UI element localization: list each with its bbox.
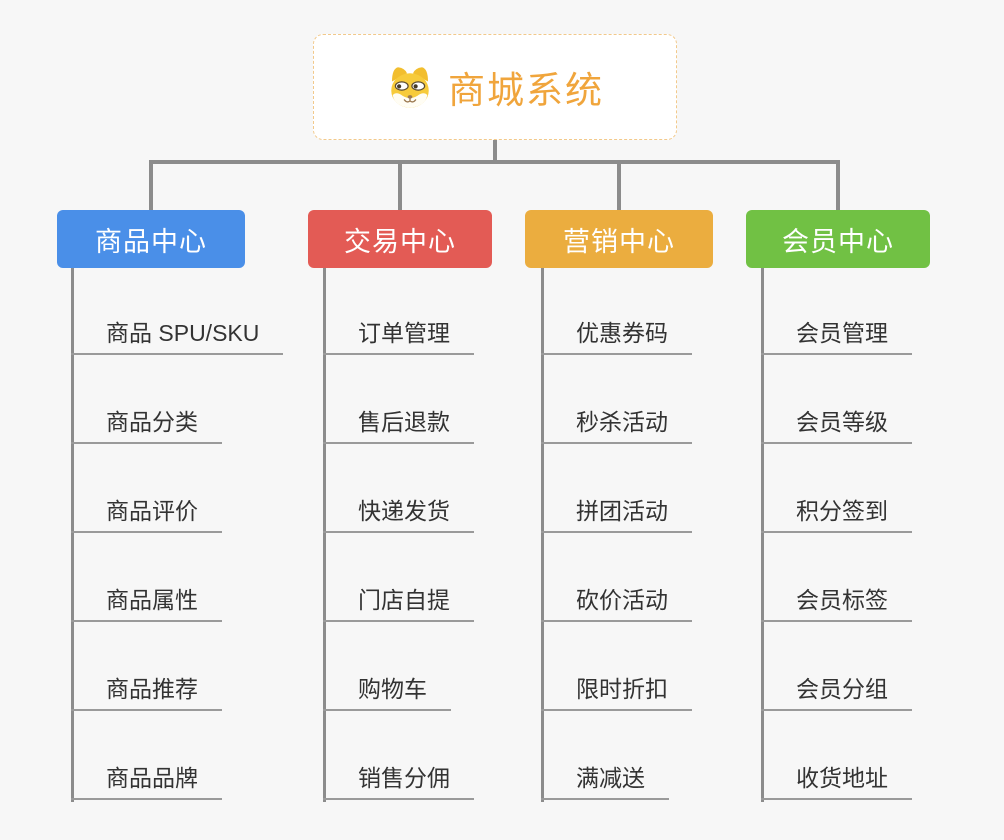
leaf-node[interactable]: 秒杀活动 <box>541 407 692 444</box>
connector-trunk-members <box>761 268 764 802</box>
branch-node-trade-center[interactable]: 交易中心 <box>308 210 492 268</box>
leaf-node[interactable]: 订单管理 <box>323 318 474 355</box>
root-node-title: 商城系统 <box>448 70 604 111</box>
leaf-node[interactable]: 商品分类 <box>71 407 222 444</box>
connector-trunk-marketing <box>541 268 544 802</box>
leaf-node[interactable]: 会员管理 <box>761 318 912 355</box>
root-node-mall-system[interactable]: 商城系统 <box>313 34 677 140</box>
branch-node-member-center[interactable]: 会员中心 <box>746 210 930 268</box>
leaf-node[interactable]: 优惠券码 <box>541 318 692 355</box>
leaf-node[interactable]: 会员标签 <box>761 585 912 622</box>
leaf-node[interactable]: 商品属性 <box>71 585 222 622</box>
leaf-node[interactable]: 商品评价 <box>71 496 222 533</box>
leaf-node[interactable]: 限时折扣 <box>541 674 692 711</box>
leaf-node[interactable]: 商品 SPU/SKU <box>71 318 284 355</box>
leaf-node[interactable]: 销售分佣 <box>323 763 474 800</box>
connector-drop-trade <box>398 160 402 212</box>
connector-drop-marketing <box>617 160 621 212</box>
leaf-node[interactable]: 收货地址 <box>761 763 912 800</box>
leaf-node[interactable]: 满减送 <box>541 763 669 800</box>
connector-root-stub <box>493 140 497 164</box>
connector-trunk-products <box>71 268 74 802</box>
connector-top-rail <box>149 160 840 164</box>
leaf-node[interactable]: 积分签到 <box>761 496 912 533</box>
leaf-node[interactable]: 售后退款 <box>323 407 474 444</box>
connector-drop-products <box>149 160 153 212</box>
leaf-node[interactable]: 商品推荐 <box>71 674 222 711</box>
connector-trunk-trade <box>323 268 326 802</box>
doge-icon <box>391 66 429 108</box>
branch-node-product-center[interactable]: 商品中心 <box>57 210 245 268</box>
leaf-node[interactable]: 砍价活动 <box>541 585 692 622</box>
leaf-node[interactable]: 拼团活动 <box>541 496 692 533</box>
leaf-node[interactable]: 商品品牌 <box>71 763 222 800</box>
leaf-node[interactable]: 购物车 <box>323 674 451 711</box>
leaf-node[interactable]: 会员等级 <box>761 407 912 444</box>
leaf-node[interactable]: 门店自提 <box>323 585 474 622</box>
connector-drop-members <box>836 160 840 212</box>
leaf-node[interactable]: 会员分组 <box>761 674 912 711</box>
leaf-node[interactable]: 快递发货 <box>323 496 474 533</box>
branch-node-marketing-center[interactable]: 营销中心 <box>525 210 713 268</box>
